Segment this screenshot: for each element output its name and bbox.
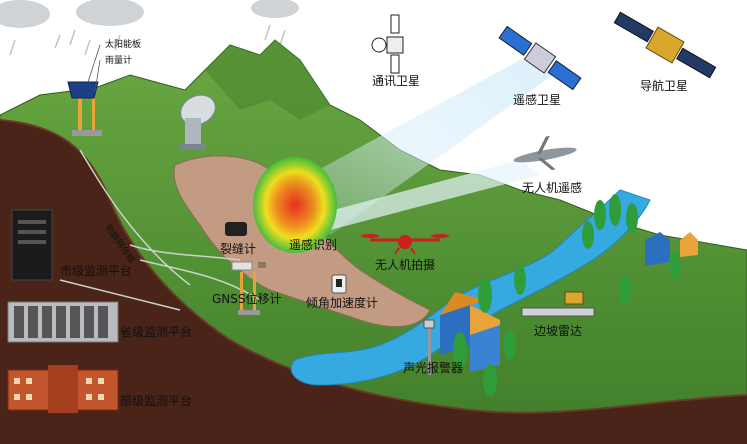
- label-uav-remote: 无人机遥感: [522, 181, 582, 195]
- label-nav-satellite: 导航卫星: [640, 79, 688, 93]
- label-gnss: GNSS位移计: [212, 292, 282, 306]
- label-city-platform: 市级监测平台: [60, 264, 132, 278]
- comm-satellite-icon: [372, 15, 403, 73]
- label-alarm: 声光报警器: [403, 361, 463, 375]
- ministry-building-icon: [8, 365, 118, 413]
- label-tilt-accel: 倾角加速度计: [306, 296, 378, 310]
- label-remote-recognition: 遥感识别: [289, 238, 337, 252]
- rain-clouds: [0, 0, 299, 55]
- label-province-platform: 省级监测平台: [120, 325, 192, 339]
- label-ministry-platform: 部级监测平台: [120, 394, 192, 408]
- label-rain-gauge: 雨量计: [105, 54, 132, 68]
- label-remote-satellite: 遥感卫星: [513, 93, 561, 107]
- province-datacenter-icon: [8, 302, 118, 342]
- label-solar-panel: 太阳能板: [105, 38, 141, 52]
- label-crack-meter: 裂缝计: [220, 242, 256, 256]
- nav-satellite-icon: [611, 7, 718, 83]
- tilt-sensor-icon: [332, 275, 346, 293]
- city-server-icon: [12, 210, 52, 280]
- label-slope-radar: 边坡雷达: [534, 324, 582, 338]
- label-uav-photo: 无人机拍摄: [375, 258, 435, 272]
- label-comm-satellite: 通讯卫星: [372, 74, 420, 88]
